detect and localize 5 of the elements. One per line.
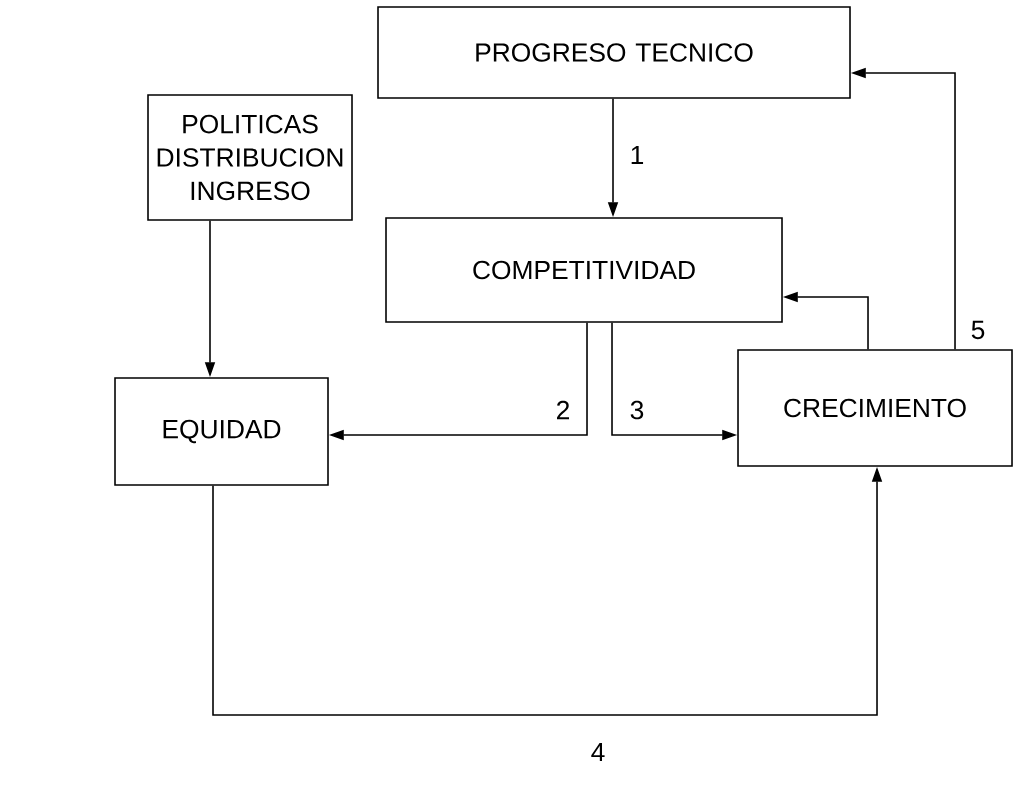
process-box: PROGRESO TECNICO (377, 6, 851, 99)
process-box: EQUIDAD (114, 377, 329, 486)
process-box: CRECIMIENTO (737, 349, 1013, 467)
process-box: COMPETITIVIDAD (385, 217, 783, 323)
process-box: POLITICAS DISTRIBUCION INGRESO (147, 94, 353, 221)
